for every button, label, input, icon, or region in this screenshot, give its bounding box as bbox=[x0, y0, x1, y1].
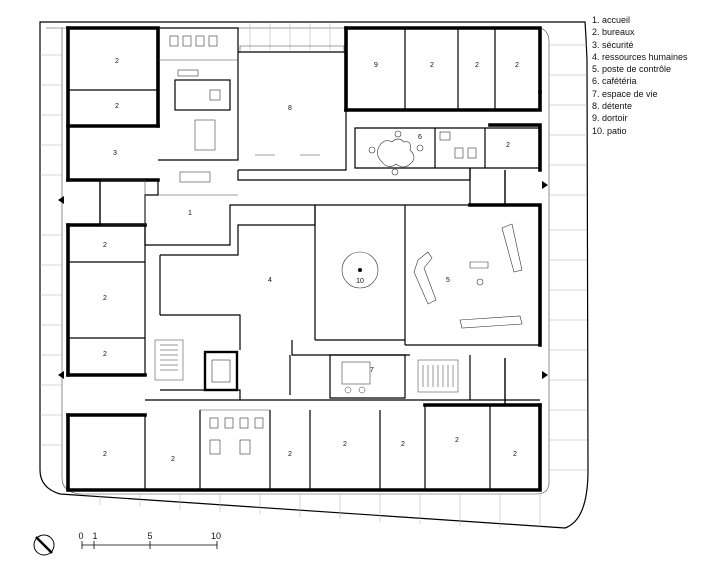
nw-toilets bbox=[169, 35, 221, 101]
legend-item: 8. détente bbox=[592, 101, 633, 112]
lift-core bbox=[203, 350, 239, 392]
living-space-walls bbox=[329, 354, 406, 399]
room-label-ne-office-3: 2 bbox=[515, 62, 519, 69]
room-label-w-office-3: 2 bbox=[103, 351, 107, 358]
room-label-s-office-1: 2 bbox=[103, 451, 107, 458]
room-label-patio: 10 bbox=[356, 278, 364, 285]
room-label-security: 3 bbox=[113, 150, 117, 157]
south-block-walls bbox=[66, 403, 542, 492]
room-label-ne-office-1: 2 bbox=[430, 62, 434, 69]
cafeteria-tables bbox=[368, 130, 424, 176]
room-label-w-office-2: 2 bbox=[103, 295, 107, 302]
west-block-walls bbox=[66, 179, 147, 377]
room-label-dorm: 9 bbox=[374, 62, 378, 69]
south-toilets bbox=[209, 417, 264, 455]
ne-block-walls bbox=[344, 26, 542, 172]
scale-label-0: 0 bbox=[78, 531, 83, 541]
south-ground-hatch bbox=[99, 494, 541, 528]
legend-item: 2. bureaux bbox=[592, 27, 635, 38]
legend: 1. accueil 2. bureaux 3. sécurité 4. res… bbox=[592, 14, 688, 137]
north-arrow-icon bbox=[33, 534, 55, 556]
room-label-s-office-6: 2 bbox=[455, 437, 459, 444]
scale-bar: 0 1 5 10 bbox=[78, 531, 221, 549]
room-label-e-office-small: 2 bbox=[506, 142, 510, 149]
room-label-cafeteria: 6 bbox=[418, 134, 422, 141]
south-corridor bbox=[145, 355, 540, 401]
legend-item: 9. dortoir bbox=[592, 113, 628, 124]
site-outline bbox=[39, 21, 589, 529]
room-label-hr: 4 bbox=[268, 277, 272, 284]
room-label-nw-office-top: 2 bbox=[115, 58, 119, 65]
scale-label-5: 5 bbox=[147, 531, 152, 541]
room-label-nw-office-bottom: 2 bbox=[115, 103, 119, 110]
east-ground-hatch bbox=[549, 44, 587, 471]
legend-item: 4. ressources humaines bbox=[592, 51, 688, 62]
legend-item: 10. patio bbox=[592, 125, 627, 136]
north-ground-hatch bbox=[249, 22, 331, 50]
west-stair bbox=[154, 339, 184, 381]
legend-item: 3. sécurité bbox=[592, 39, 634, 50]
legend-item: 6. cafétéria bbox=[592, 76, 637, 87]
entry-arrows bbox=[58, 181, 548, 379]
central-core-walls bbox=[159, 203, 542, 356]
nw-block-walls bbox=[66, 26, 239, 182]
scale-label-1: 1 bbox=[92, 531, 97, 541]
relax-room-walls bbox=[238, 45, 347, 171]
room-label-reception: 1 bbox=[188, 210, 192, 217]
control-desks bbox=[413, 223, 523, 329]
scale-label-10: 10 bbox=[211, 531, 221, 541]
ne-toilets bbox=[439, 131, 477, 159]
room-labels: 2 2 3 8 9 2 2 2 6 2 1 2 2 2 4 10 5 7 2 2… bbox=[103, 58, 519, 463]
room-label-s-office-5: 2 bbox=[401, 441, 405, 448]
room-label-w-office-1: 2 bbox=[103, 242, 107, 249]
room-label-s-office-7: 2 bbox=[513, 451, 517, 458]
legend-item: 7. espace de vie bbox=[592, 88, 658, 99]
room-label-s-office-2: 2 bbox=[171, 456, 175, 463]
room-label-s-office-4: 2 bbox=[343, 441, 347, 448]
legend-item: 1. accueil bbox=[592, 15, 631, 25]
patio-marker bbox=[341, 251, 379, 289]
room-label-relax: 8 bbox=[288, 105, 292, 112]
room-label-living: 7 bbox=[370, 367, 374, 374]
room-label-s-office-3: 2 bbox=[288, 451, 292, 458]
west-ground-hatch bbox=[40, 54, 62, 446]
east-stair bbox=[417, 359, 459, 393]
reception-walls bbox=[144, 170, 471, 246]
room-label-ne-office-2: 2 bbox=[475, 62, 479, 69]
legend-item: 5. poste de contrôle bbox=[592, 64, 672, 75]
room-label-control: 5 bbox=[446, 277, 450, 284]
facade-marks bbox=[99, 168, 506, 405]
